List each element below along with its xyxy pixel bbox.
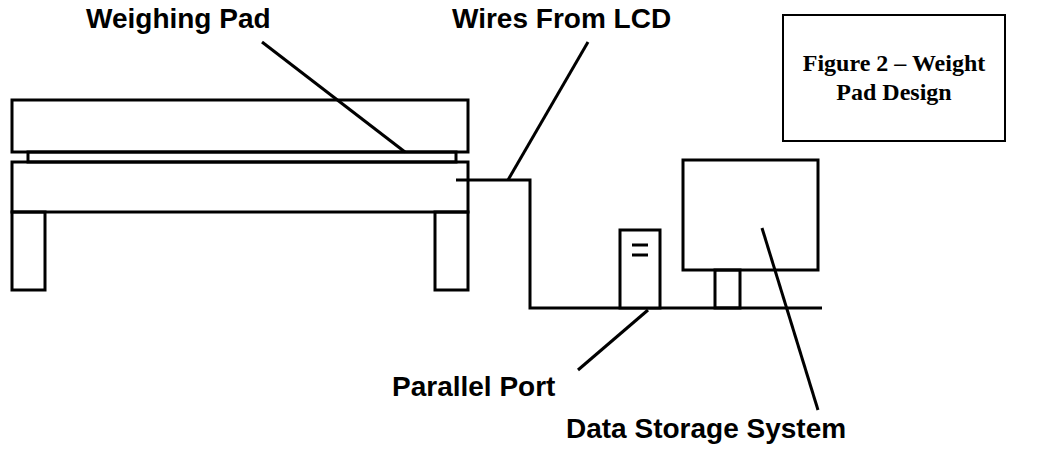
figure-caption-box: Figure 2 – Weight Pad Design xyxy=(782,14,1006,142)
figure-caption-text: Figure 2 – Weight Pad Design xyxy=(796,49,992,107)
part-label: Data Storage System xyxy=(566,414,846,445)
part-label: Weighing Pad xyxy=(86,4,271,35)
part-label: Parallel Port xyxy=(392,372,555,403)
part-label: Wires From LCD xyxy=(452,4,671,35)
